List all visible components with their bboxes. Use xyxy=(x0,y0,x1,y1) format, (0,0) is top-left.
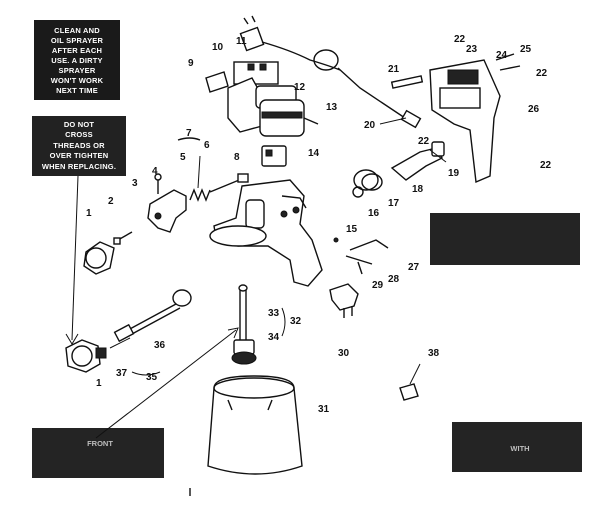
callout-30: 30 xyxy=(338,348,350,359)
note1-line: AFTER EACH xyxy=(52,46,102,55)
callout-19: 19 xyxy=(448,168,460,179)
callout-9: 9 xyxy=(188,58,194,69)
part-hardware xyxy=(333,237,389,275)
bracket-markers xyxy=(131,307,286,376)
callout-29: 29 xyxy=(372,280,384,291)
note1-line: USE. A DIRTY xyxy=(51,56,102,65)
part-clip-small xyxy=(399,383,419,401)
part-screw-2 xyxy=(113,231,133,245)
callout-12: 12 xyxy=(294,82,306,93)
note2-line: THREADS OR xyxy=(53,141,105,150)
callout-34: 34 xyxy=(268,332,280,343)
part-washer xyxy=(352,186,364,198)
callout-36: 36 xyxy=(154,340,166,351)
part-screw-small xyxy=(154,173,162,194)
note1-line: WON'T WORK xyxy=(51,76,104,85)
callout-20: 20 xyxy=(364,120,376,131)
leader-lines xyxy=(65,117,447,439)
part-handle xyxy=(429,59,501,184)
part-clip xyxy=(329,283,359,318)
callout-5: 5 xyxy=(180,152,186,163)
part-ring xyxy=(353,169,383,191)
callout-17: 17 xyxy=(388,198,400,209)
part-tool xyxy=(113,289,192,343)
note1-line: CLEAN AND xyxy=(54,26,100,35)
callout-15: 15 xyxy=(346,224,358,235)
callout-35: 35 xyxy=(146,372,158,383)
callout-24: 24 xyxy=(496,50,508,61)
callout-13: 13 xyxy=(326,102,338,113)
note-box-with: WITH xyxy=(452,422,582,472)
callout-26: 26 xyxy=(528,104,540,115)
part-nozzle xyxy=(390,141,445,181)
note3-line: FRONT xyxy=(87,439,113,448)
callout-33: 33 xyxy=(268,308,280,319)
callout-1: 1 xyxy=(86,208,92,219)
callout-37: 37 xyxy=(116,368,128,379)
note1-line: OIL SPRAYER xyxy=(51,36,104,45)
note1-line: SPRAYER xyxy=(59,66,96,75)
callout-8: 8 xyxy=(234,152,240,163)
note1-line: NEXT TIME xyxy=(56,86,98,95)
callout-10: 10 xyxy=(212,42,224,53)
callout-18: 18 xyxy=(412,184,424,195)
callout-2: 2 xyxy=(108,196,114,207)
note2-line: DO NOT xyxy=(64,120,95,129)
part-nozzle-cap-lower xyxy=(65,339,107,373)
part-pins xyxy=(495,53,521,71)
callout-28: 28 xyxy=(388,274,400,285)
callout-4: 4 xyxy=(152,166,158,177)
callout-22c: 22 xyxy=(540,160,552,171)
part-pad xyxy=(205,71,229,93)
note2-line: CROSS xyxy=(65,130,93,139)
part-coil xyxy=(259,99,319,137)
note2-line: OVER TIGHTEN xyxy=(50,151,109,160)
part-spring-rod xyxy=(177,137,249,202)
callout-27: 27 xyxy=(408,262,420,273)
part-piston-housing xyxy=(147,189,187,233)
callout-6: 6 xyxy=(204,140,210,151)
callout-21: 21 xyxy=(388,64,400,75)
callout-11: 11 xyxy=(236,36,247,47)
callout-3: 3 xyxy=(132,178,138,189)
note-box-threads: DO NOT CROSS THREADS OR OVER TIGHTEN WHE… xyxy=(32,116,126,176)
part-plug-cord xyxy=(239,15,422,129)
part-switch xyxy=(233,61,279,85)
callout-32: 32 xyxy=(290,316,302,327)
callout-7: 7 xyxy=(186,128,192,139)
callout-22a: 22 xyxy=(454,34,466,45)
callout-22b: 22 xyxy=(536,68,548,79)
note-box-illegible xyxy=(430,213,580,265)
callout-14: 14 xyxy=(308,148,320,159)
part-nozzle-cap-top xyxy=(83,241,115,275)
part-container xyxy=(207,375,303,475)
callout-22d: 22 xyxy=(418,136,430,147)
callout-numbers: 1 2 3 4 5 6 7 8 9 10 11 12 13 14 15 16 1… xyxy=(86,34,552,415)
callout-23: 23 xyxy=(466,44,478,55)
part-block xyxy=(261,145,287,167)
callout-25: 25 xyxy=(520,44,532,55)
callout-16: 16 xyxy=(368,208,380,219)
note2-line: WHEN REPLACING. xyxy=(42,162,116,171)
note-box-front: FRONT xyxy=(32,428,164,478)
part-pickup-tube xyxy=(231,284,257,365)
note-box-clean-oil: CLEAN AND OIL SPRAYER AFTER EACH USE. A … xyxy=(34,20,120,100)
callout-31: 31 xyxy=(318,404,330,415)
callout-38: 38 xyxy=(428,348,440,359)
part-pump-body xyxy=(209,179,323,287)
callout-1b: 1 xyxy=(96,378,102,389)
part-bar xyxy=(390,75,424,89)
note4-line: WITH xyxy=(510,444,529,453)
